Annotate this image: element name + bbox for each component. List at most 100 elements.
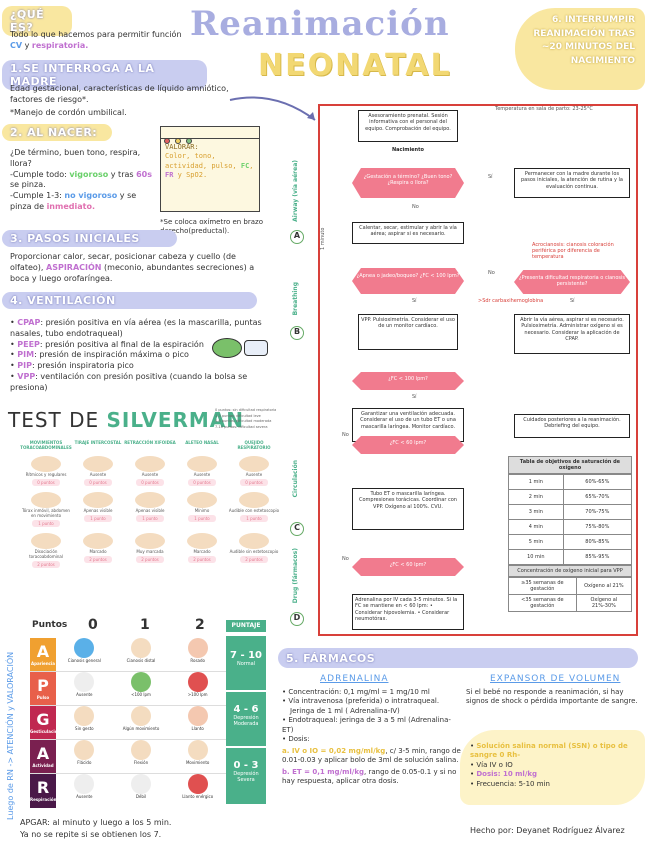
s4-item: • PIM: presión de inspiración máxima o p… [10,350,189,360]
apgar-score-0: 0 [88,617,98,633]
s3-heading: 3. PASOS INICIALES [2,230,177,247]
flow-acro: Acrocianosis: cianosis coloración perifé… [532,242,614,260]
flow-si-4: Sí [412,394,417,400]
que-es-heading: ¿QUÉ ES? [2,6,72,36]
flow-si-1: Sí [488,174,493,180]
oximetro-note: *Se coloca oxímetro en brazo derecho(pre… [160,218,263,236]
list-item: • Dosis: [282,735,310,744]
que-es-text: Todo lo que hacemos para permitir funció… [10,30,182,50]
flowchart-frame [318,104,638,636]
author: Hecho por: Deyanet Rodríguez Álvarez [470,826,625,835]
ambu-mask-icon [244,340,268,356]
flow-no-3: No [342,432,349,438]
saturation-table: Tabla de objetivos de saturación de oxíg… [508,456,633,612]
flow-q2: ¿Apnea o jadeo/boqueo? ¿FC < 100 lpm? [352,268,464,294]
abcd-d-marker: D [290,612,304,626]
title-main: Reanimación [190,4,450,44]
abcd-d-label: Drug (fármacos) [292,548,299,604]
s1-heading: 1.SE INTERROGA A LA MADRE [2,60,207,90]
s4-heading: 4. VENTILACIÓN [2,292,257,309]
list-item: • Solución salina normal (SSN) o tipo de… [470,742,628,760]
s3-body: Proporcionar calor, secar, posicionar ca… [10,252,255,283]
list-item: • Vía intravenosa (preferida) o intratra… [282,697,440,706]
sat-title: Tabla de objetivos de saturación de oxíg… [508,456,632,474]
s1-note: *Manejo de cordón umbilical. [10,108,127,117]
window-dot-green-icon [186,138,193,144]
apgar-puntos: Puntos [32,620,68,630]
silverman-title: TEST DE SILVERMAN [8,408,245,432]
dose-a: a. IV o IO = 0,02 mg/ml/kg, c/ 3-5 min, … [282,746,461,765]
abcd-a-marker: A [290,230,304,244]
dose-b: b. ET = 0,1 mg/ml/kg, rango de 0.05-0.1 … [282,767,457,785]
s4-item: • PIP: presión inspiratoria pico [10,361,134,371]
flow-nacimiento: Nacimiento [392,147,424,153]
s2-body: ¿De término, buen tono, respira, llora? … [10,148,152,211]
flow-no-4: No [342,556,349,562]
valorar-text: Color, tono, actividad, pulso, FC, FR y … [165,152,254,180]
s4-item: • CPAP: presión positiva en vía aérea (e… [10,318,262,338]
list-item: • Frecuencia: 5-10 min [470,779,550,788]
list-item: • Endotraqueal: jeringa de 3 a 5 ml (Adr… [282,716,451,734]
s5-heading: 5. FÁRMACOS [278,648,638,668]
list-item: • Dosis: 10 ml/kg [470,770,538,779]
title-sub: NEONATAL [258,48,452,83]
apgar-note-1: APGAR: al minuto y luego a los 5 min. [20,818,172,827]
ambu-bag-icon [212,338,242,358]
apgar-score-1: 1 [140,617,150,633]
volumen-title: EXPANSOR DE VOLUMEN [490,674,621,684]
flow-temp: Temperatura en sala de parto: 23-25°C [495,106,593,112]
flow-adrenalina: Adrenalina por IV cada 3-5 minutos. Si l… [352,594,464,630]
s4-item: • PEEP: presión positiva al final de la … [10,339,204,349]
flow-q6: ¿FC < 60 lpm? [352,558,464,576]
adrenalina-list: • Concentración: 0,1 mg/ml = 1 mg/10 ml … [282,688,462,786]
flow-si-2: Sí [412,298,417,304]
flow-vpp: VPP. Pulsioximetría. Considerar el uso d… [358,314,458,350]
apgar-puntaje-label: PUNTAJE [226,620,266,632]
s2-heading: 2. AL NACER: [2,124,112,141]
s6-heading: 6. INTERRUMPIR REANIMACIÓN TRAS ~20 MINU… [515,8,645,90]
flow-sdr: >Sdr carbaxihemoglobina [478,298,544,304]
sat-title-2: Concentración de oxígeno inicial para VP… [508,565,632,577]
flow-prenatal: Asesoramiento prenatal. Sesión informati… [358,110,458,142]
volumen-bg [460,730,645,805]
abcd-c-label: Circulación [292,460,299,498]
flow-si-3: Sí [570,298,575,304]
flow-q5: ¿FC < 60 lpm? [352,436,464,454]
volumen-list: • Solución salina normal (SSN) o tipo de… [470,742,635,789]
list-item: • Vía IV o IO [470,760,513,769]
arrow-icon [229,96,316,121]
list-item: Jeringa de 1 ml ( Adrenalina-IV) [290,706,400,715]
s1-body: Edad gestacional, características de líq… [10,84,229,104]
s4-item: • VPP: ventilación con presión positiva … [10,371,248,392]
flow-calentar: Calentar, secar, estimular y abrir la ví… [352,222,464,244]
flow-tubo: Tubo ET o mascarilla laríngea. Compresio… [352,488,464,530]
abcd-a-label: Airway (vía aérea) [292,160,299,222]
s4-list: • CPAP: presión positiva en vía aérea (e… [10,318,280,394]
flow-no-1: No [412,204,419,210]
flow-cuidados: Cuidados posteriores a la reanimación. D… [514,414,630,438]
flow-q4: ¿FC < 100 lpm? [352,372,464,390]
apgar-side-label: Luego de RN -> ATENCIÓN y VALORACIÓN [6,651,15,820]
apgar-note-2: Ya no se repite si se obtienen los 7. [20,830,162,839]
abcd-b-marker: B [290,326,304,340]
flow-abrir: Abrir la vía aérea, aspirar si es necesa… [514,314,630,354]
